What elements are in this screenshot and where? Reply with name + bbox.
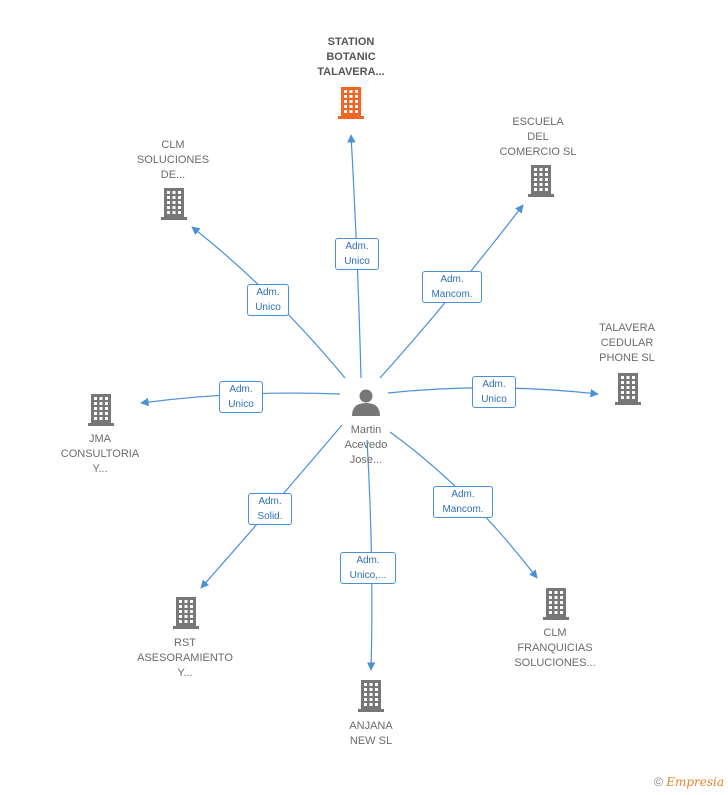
company-label-escuela[interactable]: ESCUELA DEL COMERCIO SL [499, 116, 577, 158]
edges-layer [140, 134, 599, 671]
edge-label-clm-soluciones[interactable]: Adm. Unico [247, 284, 289, 316]
center-person-label[interactable]: Martin Acevedo Jose... [344, 424, 388, 466]
company-label-talavera-cedular[interactable]: TALAVERA CEDULAR PHONE SL [599, 322, 655, 364]
company-label-jma[interactable]: JMA CONSULTORIA Y... [60, 433, 140, 475]
building-icon-station[interactable] [338, 87, 364, 119]
building-icon-rst[interactable] [173, 597, 199, 629]
company-label-rst[interactable]: RST ASESORAMIENTO Y... [137, 637, 233, 679]
edge-label-talavera-cedular[interactable]: Adm. Unico [472, 376, 516, 408]
company-label-anjana[interactable]: ANJANA NEW SL [349, 720, 393, 747]
company-label-station[interactable]: STATION BOTANIC TALAVERA... [317, 36, 385, 78]
building-icon-clm-soluciones[interactable] [161, 188, 187, 220]
edge-label-rst[interactable]: Adm. Solid. [248, 493, 292, 525]
footer: © Empresia [654, 775, 724, 789]
company-label-clm-franquicias[interactable]: CLM FRANQUICIAS SOLUCIONES... [514, 627, 596, 669]
edge-label-anjana[interactable]: Adm. Unico,... [340, 552, 396, 584]
building-icon-clm-franquicias[interactable] [543, 588, 569, 620]
building-icon-escuela[interactable] [528, 165, 554, 197]
brand-logo[interactable]: Empresia [666, 775, 724, 789]
edge-label-escuela[interactable]: Adm. Mancom. [422, 271, 482, 303]
building-icon-anjana[interactable] [358, 680, 384, 712]
person-icon[interactable] [352, 389, 380, 417]
icons-layer [88, 87, 641, 712]
copyright-icon: © [654, 775, 663, 789]
company-label-clm-soluciones[interactable]: CLM SOLUCIONES DE... [136, 139, 210, 181]
edge-label-jma[interactable]: Adm. Unico [219, 381, 263, 413]
edge-label-clm-franquicias[interactable]: Adm. Mancom. [433, 486, 493, 518]
building-icon-talavera-cedular[interactable] [615, 373, 641, 405]
edge-label-station[interactable]: Adm. Unico [335, 238, 379, 270]
building-icon-jma[interactable] [88, 394, 114, 426]
